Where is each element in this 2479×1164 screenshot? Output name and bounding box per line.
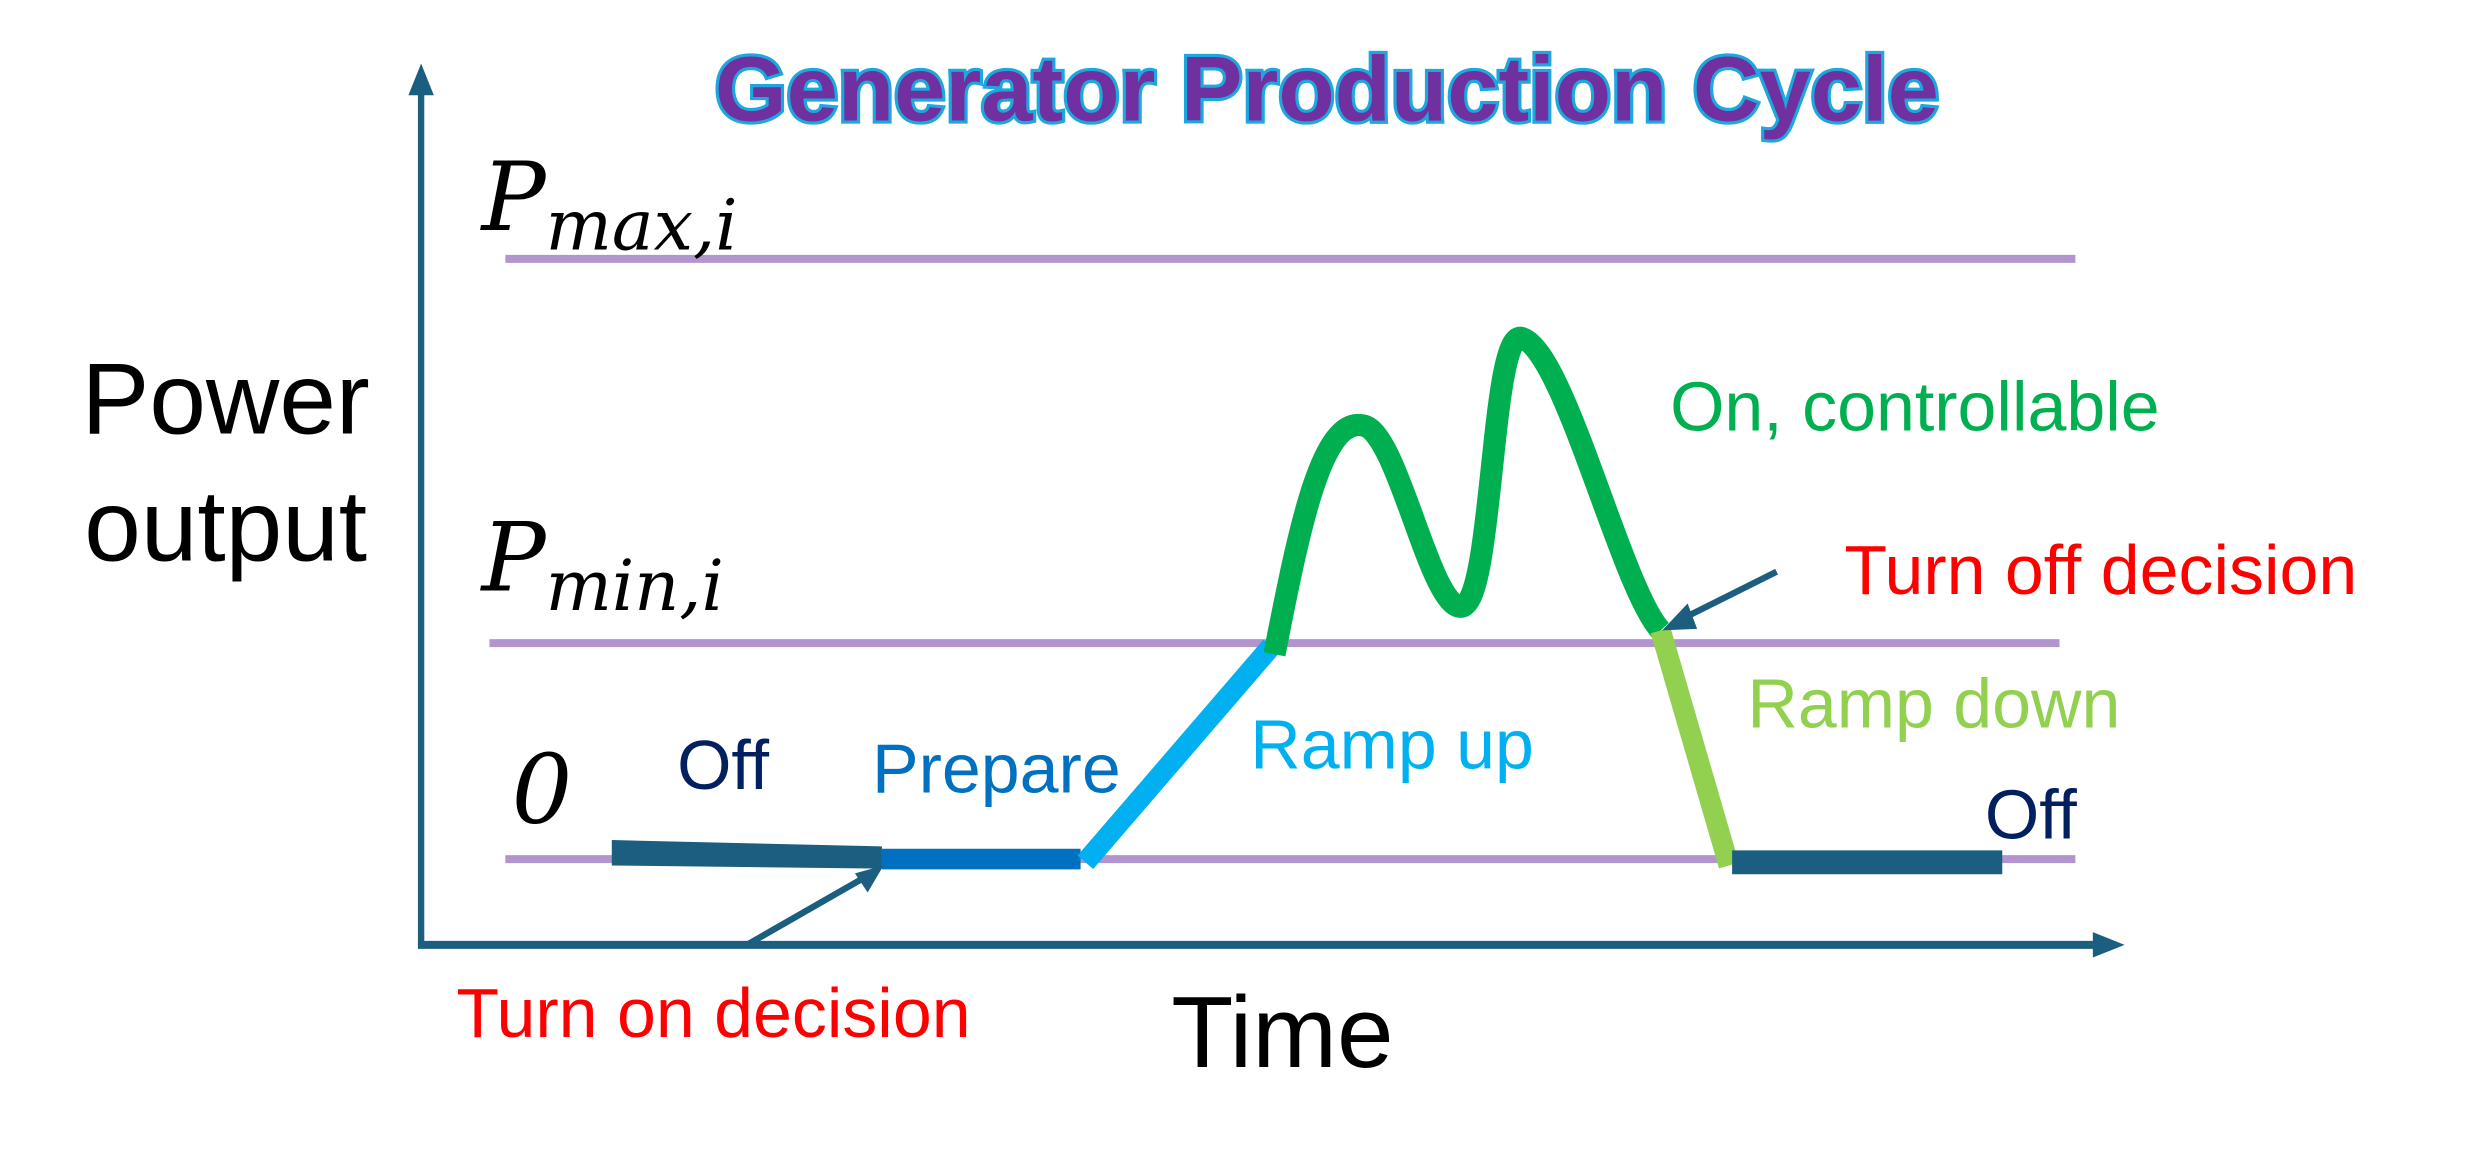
off-start-segment [611,840,882,869]
pmin-label: Pmin,i [479,504,723,627]
diagram-title: Generator Production Cycle [715,38,1939,141]
pmin-label-base: P [479,504,547,614]
turn-on-arrowhead-icon [854,865,884,893]
phase-label-off-end: Off [1985,775,2078,853]
turn-on-decision-label: Turn on decision [456,974,970,1052]
phase-label-ramp-up: Ramp up [1250,706,1534,784]
axes [408,63,2125,958]
y-axis-label-line2: output [84,469,367,583]
phase-label-ramp-down: Ramp down [1747,664,2120,742]
turn-off-arrowhead-icon [1662,603,1698,631]
pmax-label: Pmax,i [479,143,737,266]
production-path [611,327,2003,875]
zero-label: 0 [512,736,573,846]
phase-label-off-start: Off [677,726,770,804]
y-axis-label-line1: Power [82,342,370,456]
x-axis-arrowhead-icon [2092,932,2125,958]
turn-off-annotation: Turn off decision [1662,531,2357,631]
turn-on-arrow-shaft [745,873,868,948]
turn-off-decision-label: Turn off decision [1844,531,2357,609]
x-axis-label: Time [1171,975,1393,1089]
ramp-up-segment [1077,639,1280,870]
turn-off-arrow-shaft [1679,568,1779,623]
phase-label-on-controllable: On, controllable [1670,367,2160,445]
y-axis-arrowhead-icon [408,63,434,96]
turn-on-annotation: Turn on decision [456,865,971,1052]
ramp-down-segment [1650,627,1739,869]
pmin-label-sub: min,i [546,546,724,627]
pmax-label-base: P [479,143,547,253]
phase-label-prepare: Prepare [872,729,1121,807]
pmax-label-sub: max,i [546,185,738,266]
on-controllable-segment [1263,327,1670,657]
